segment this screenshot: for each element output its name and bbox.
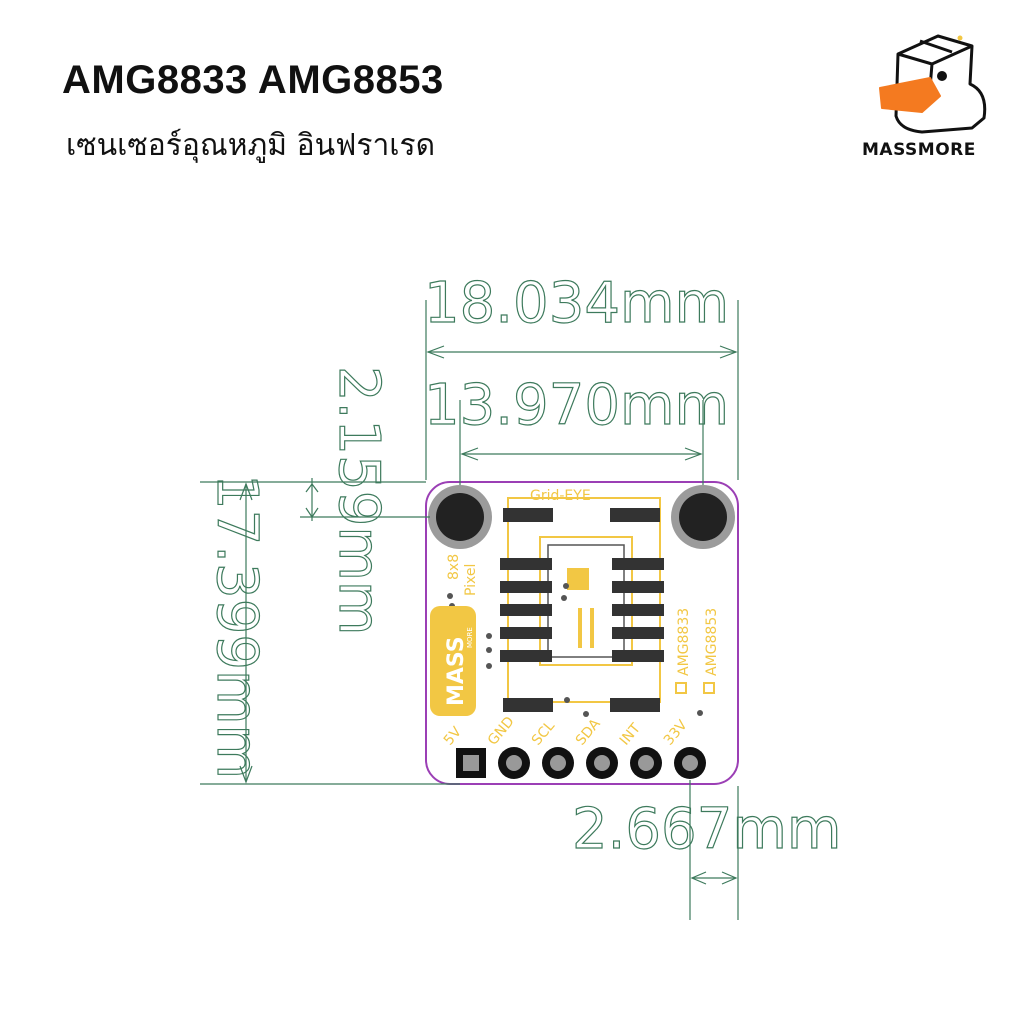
pixel-label-1: 8x8 bbox=[446, 554, 462, 580]
model-label-1: AMG8833 bbox=[675, 608, 692, 694]
page-subtitle: เซนเซอร์อุณหภูมิ อินฟราเรด bbox=[66, 128, 436, 163]
sensor-label: Grid-EYE bbox=[530, 488, 591, 504]
dim-pin-pitch: 2.667mm bbox=[572, 797, 841, 862]
pin-sda-pad bbox=[586, 747, 618, 779]
pin-gnd-pad bbox=[498, 747, 530, 779]
pcb-logo-text: MASS bbox=[444, 636, 469, 706]
svg-text:AMG8833: AMG8833 bbox=[676, 608, 692, 676]
dim-height-total: 17.399mm bbox=[204, 474, 269, 779]
pin-int-pad bbox=[630, 747, 662, 779]
pixel-label-2: Pixel bbox=[463, 564, 479, 596]
pcb-logo-sub: MORE bbox=[466, 627, 474, 648]
brand-logo-icon bbox=[879, 34, 987, 134]
header-pins bbox=[456, 747, 706, 779]
page-title: AMG8833 AMG8853 bbox=[62, 58, 444, 102]
model-label-2: AMG8853 bbox=[703, 608, 720, 694]
pin-33v-pad bbox=[674, 747, 706, 779]
svg-text:AMG8853: AMG8853 bbox=[704, 608, 720, 676]
mounting-hole-left bbox=[428, 485, 492, 549]
dim-hole-spacing: 13.970mm bbox=[424, 373, 729, 438]
pin-scl-pad bbox=[542, 747, 574, 779]
brand-name: MASSMORE bbox=[862, 140, 976, 160]
mounting-hole-right bbox=[671, 485, 735, 549]
dim-hole-offset: 2.159mm bbox=[326, 366, 391, 635]
dim-width-total: 18.034mm bbox=[424, 271, 729, 336]
